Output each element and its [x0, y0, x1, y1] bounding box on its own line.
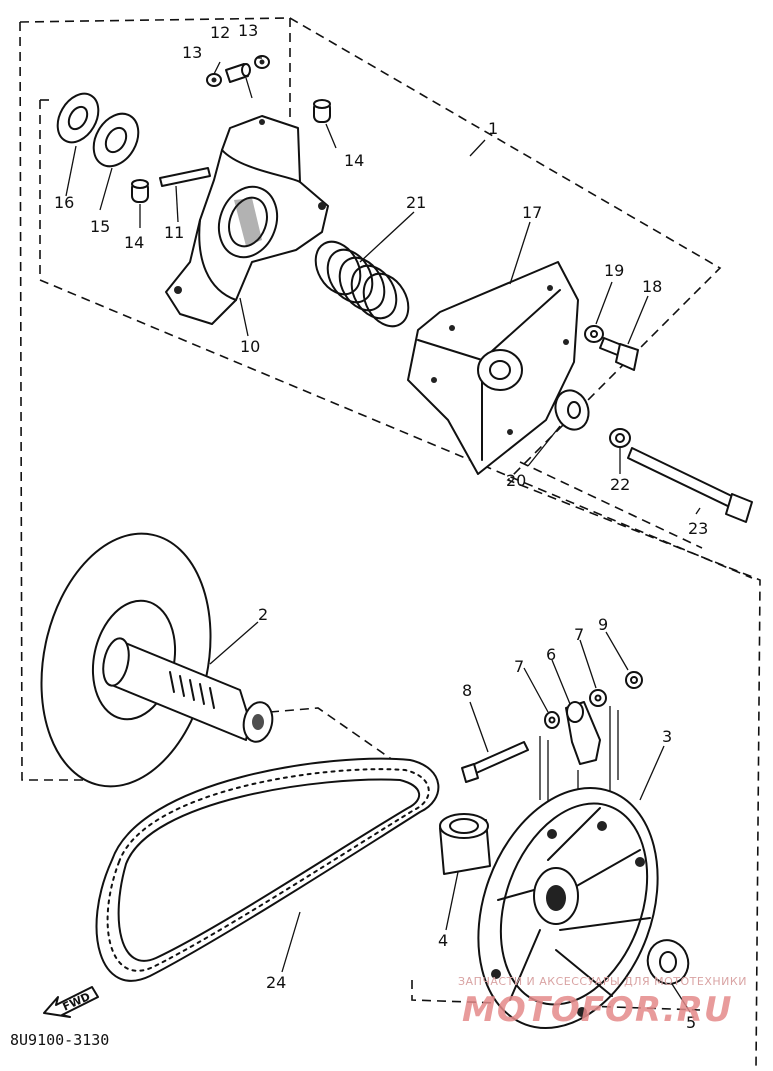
part-22-nut: [609, 428, 631, 448]
part-19-washer: [584, 325, 604, 343]
part-7-washer-right: [589, 689, 607, 707]
part-14-cap-upper: [313, 99, 331, 123]
callout-7-right: 7: [574, 625, 584, 644]
callout-12: 12: [210, 23, 230, 42]
part-8-bolt: [461, 741, 529, 783]
callout-3: 3: [662, 727, 672, 746]
callout-4: 4: [438, 931, 448, 950]
callout-numbers: 1 2 3 4 5 6 7 7 8 9 10 11 12 13 13 14 14…: [54, 21, 708, 1032]
part-24-drive-belt: [95, 757, 440, 982]
part-3-movable-sheave: [477, 786, 659, 1030]
part-4-collar: [439, 813, 491, 875]
callout-7-left: 7: [514, 657, 524, 676]
part-15-washer: [92, 112, 140, 168]
callout-8: 8: [462, 681, 472, 700]
part-12-bushing: [225, 63, 251, 83]
fwd-arrow-icon: FWD: [43, 986, 99, 1018]
callout-24: 24: [266, 973, 286, 992]
callout-22: 22: [610, 475, 630, 494]
leader-lines: [65, 57, 701, 1013]
part-2-fixed-sheave: [40, 532, 274, 788]
part-10-spider: [165, 115, 329, 325]
part-16-washer: [56, 92, 100, 144]
callout-6: 6: [546, 645, 556, 664]
callout-13-left: 13: [182, 43, 202, 62]
callout-17: 17: [522, 203, 542, 222]
callout-15: 15: [90, 217, 110, 236]
callout-2: 2: [258, 605, 268, 624]
callout-14-lower: 14: [124, 233, 144, 252]
watermark-brand: MOTOFOR.RU: [462, 990, 733, 1030]
callout-9: 9: [598, 615, 608, 634]
callout-18: 18: [642, 277, 662, 296]
part-18-bolt: [599, 337, 639, 371]
assembly-outline-1: [19, 17, 761, 1069]
callout-23: 23: [688, 519, 708, 538]
callout-21: 21: [406, 193, 426, 212]
callout-1: 1: [488, 119, 498, 138]
callout-14-upper: 14: [344, 151, 364, 170]
part-11-pin: [159, 167, 211, 187]
callout-16: 16: [54, 193, 74, 212]
part-17-cover: [407, 261, 579, 475]
watermark-caption: ЗАПЧАСТИ И АКСЕССУАРЫ ДЛЯ МОТОТЕХНИКИ: [458, 975, 747, 988]
callout-5: 5: [686, 1013, 696, 1032]
part-13-nut-right: [254, 55, 270, 69]
part-7-washer-left: [544, 711, 560, 729]
part-9-nut: [625, 671, 643, 689]
part-13-nut-left: [206, 73, 222, 87]
callout-10: 10: [240, 337, 260, 356]
drawing-code: 8U9100-3130: [10, 1031, 110, 1049]
part-5-washer: [646, 939, 690, 985]
callout-20: 20: [506, 471, 526, 490]
part-23-bolt: [627, 447, 753, 523]
fwd-label: FWD: [61, 990, 93, 1014]
part-6-weight: [565, 701, 601, 765]
callout-13-right: 13: [238, 21, 258, 40]
callout-19: 19: [604, 261, 624, 280]
callout-11: 11: [164, 223, 184, 242]
part-20-washer: [554, 389, 590, 431]
part-14-cap-lower: [131, 179, 149, 203]
part-21-spring: [314, 240, 410, 328]
